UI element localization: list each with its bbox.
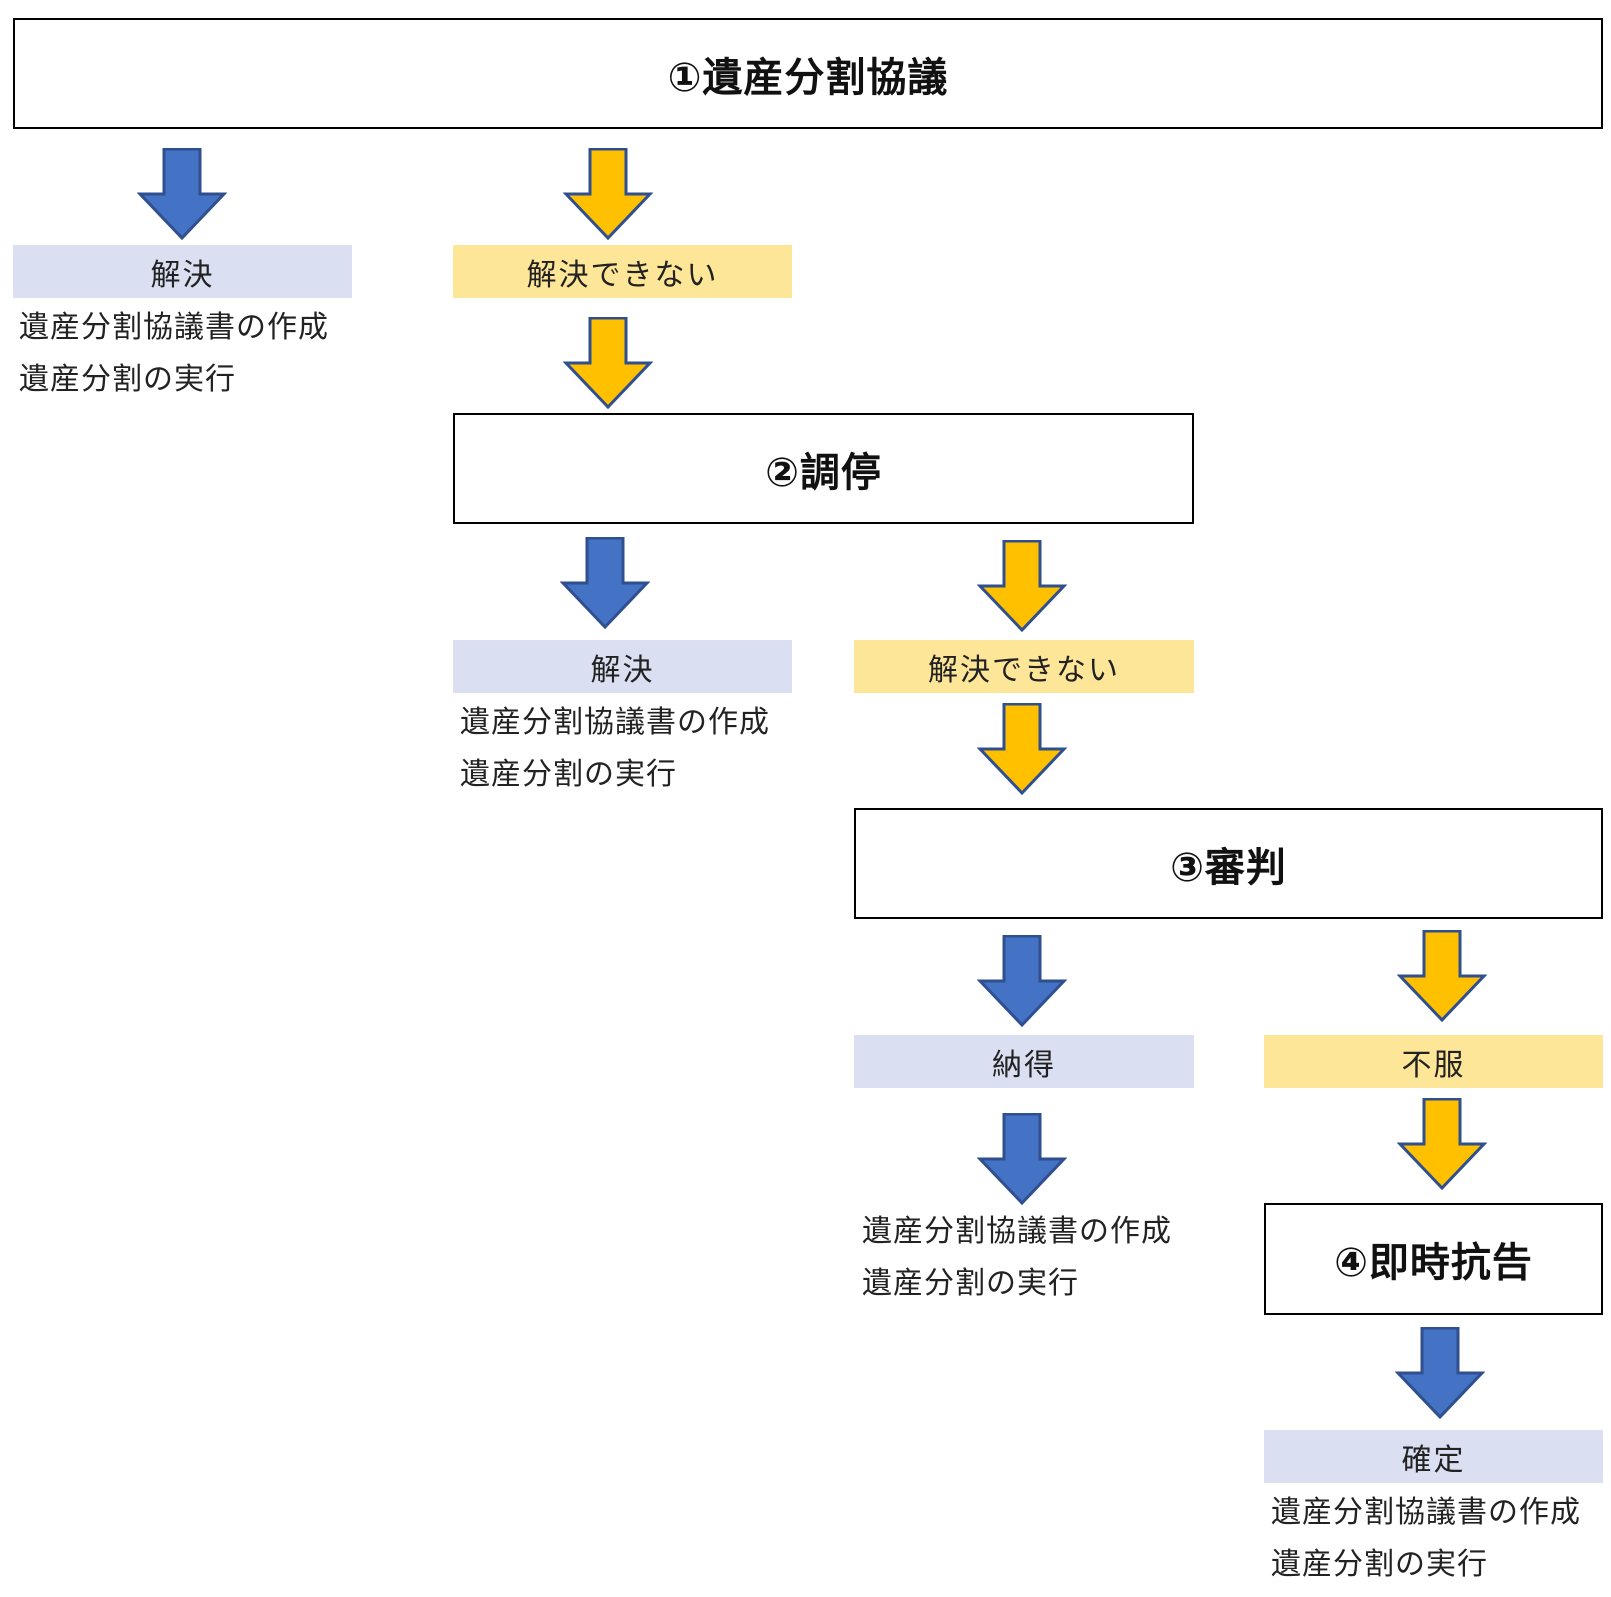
arrow-down-yellow-icon: [1397, 1098, 1487, 1190]
arrow-down-blue-icon: [977, 1113, 1067, 1205]
outcome-note-3-line-1: 遺産分割協議書の作成: [862, 1214, 1172, 1249]
label-object-text: 不服: [1401, 1047, 1466, 1083]
label-accept: 納得: [854, 1035, 1194, 1088]
arrow-down-yellow-icon: [977, 540, 1067, 632]
label-accept-text: 納得: [992, 1047, 1056, 1083]
label-final: 確定: [1264, 1430, 1603, 1483]
outcome-note-2-line-2: 遺産分割の実行: [460, 757, 677, 792]
outcome-note-2-line-1: 遺産分割協議書の作成: [460, 705, 770, 740]
label-object: 不服: [1264, 1035, 1603, 1088]
stage-3-box: ③審判: [854, 808, 1603, 919]
label-unresolved-1: 解決できない: [453, 245, 792, 298]
outcome-note-1-line-2: 遺産分割の実行: [19, 362, 236, 397]
label-resolved-1: 解決: [13, 245, 352, 298]
label-final-text: 確定: [1401, 1442, 1466, 1478]
outcome-note-4-line-2: 遺産分割の実行: [1271, 1547, 1488, 1582]
outcome-note-2: 遺産分割協議書の作成 遺産分割の実行: [460, 697, 770, 801]
stage-3-title: ③審判: [1170, 844, 1287, 891]
arrow-down-yellow-icon: [563, 317, 653, 409]
stage-4-title: ④即時抗告: [1334, 1240, 1533, 1286]
outcome-note-1: 遺産分割協議書の作成 遺産分割の実行: [19, 302, 329, 406]
outcome-note-4-line-1: 遺産分割協議書の作成: [1271, 1495, 1581, 1530]
label-resolved-1-text: 解決: [150, 257, 215, 293]
stage-1-box: ①遺産分割協議: [13, 18, 1603, 129]
arrow-down-blue-icon: [560, 537, 650, 629]
outcome-note-1-line-1: 遺産分割協議書の作成: [19, 310, 329, 345]
stage-1-title: ①遺産分割協議: [667, 54, 949, 101]
label-resolved-2-text: 解決: [590, 652, 655, 688]
stage-2-title: ②調停: [765, 449, 882, 496]
arrow-down-yellow-icon: [977, 703, 1067, 795]
arrow-down-blue-icon: [137, 148, 227, 240]
outcome-note-3: 遺産分割協議書の作成 遺産分割の実行: [862, 1206, 1172, 1310]
label-resolved-2: 解決: [453, 640, 792, 693]
arrow-down-yellow-icon: [1397, 930, 1487, 1022]
arrow-down-yellow-icon: [563, 148, 653, 240]
stage-2-box: ②調停: [453, 413, 1194, 524]
arrow-down-blue-icon: [1395, 1327, 1485, 1419]
label-unresolved-2: 解決できない: [854, 640, 1194, 693]
stage-4-box: ④即時抗告: [1264, 1203, 1603, 1315]
label-unresolved-1-text: 解決できない: [526, 257, 719, 293]
outcome-note-3-line-2: 遺産分割の実行: [862, 1266, 1079, 1301]
arrow-down-blue-icon: [977, 935, 1067, 1027]
label-unresolved-2-text: 解決できない: [928, 652, 1120, 688]
outcome-note-4: 遺産分割協議書の作成 遺産分割の実行: [1271, 1487, 1581, 1591]
